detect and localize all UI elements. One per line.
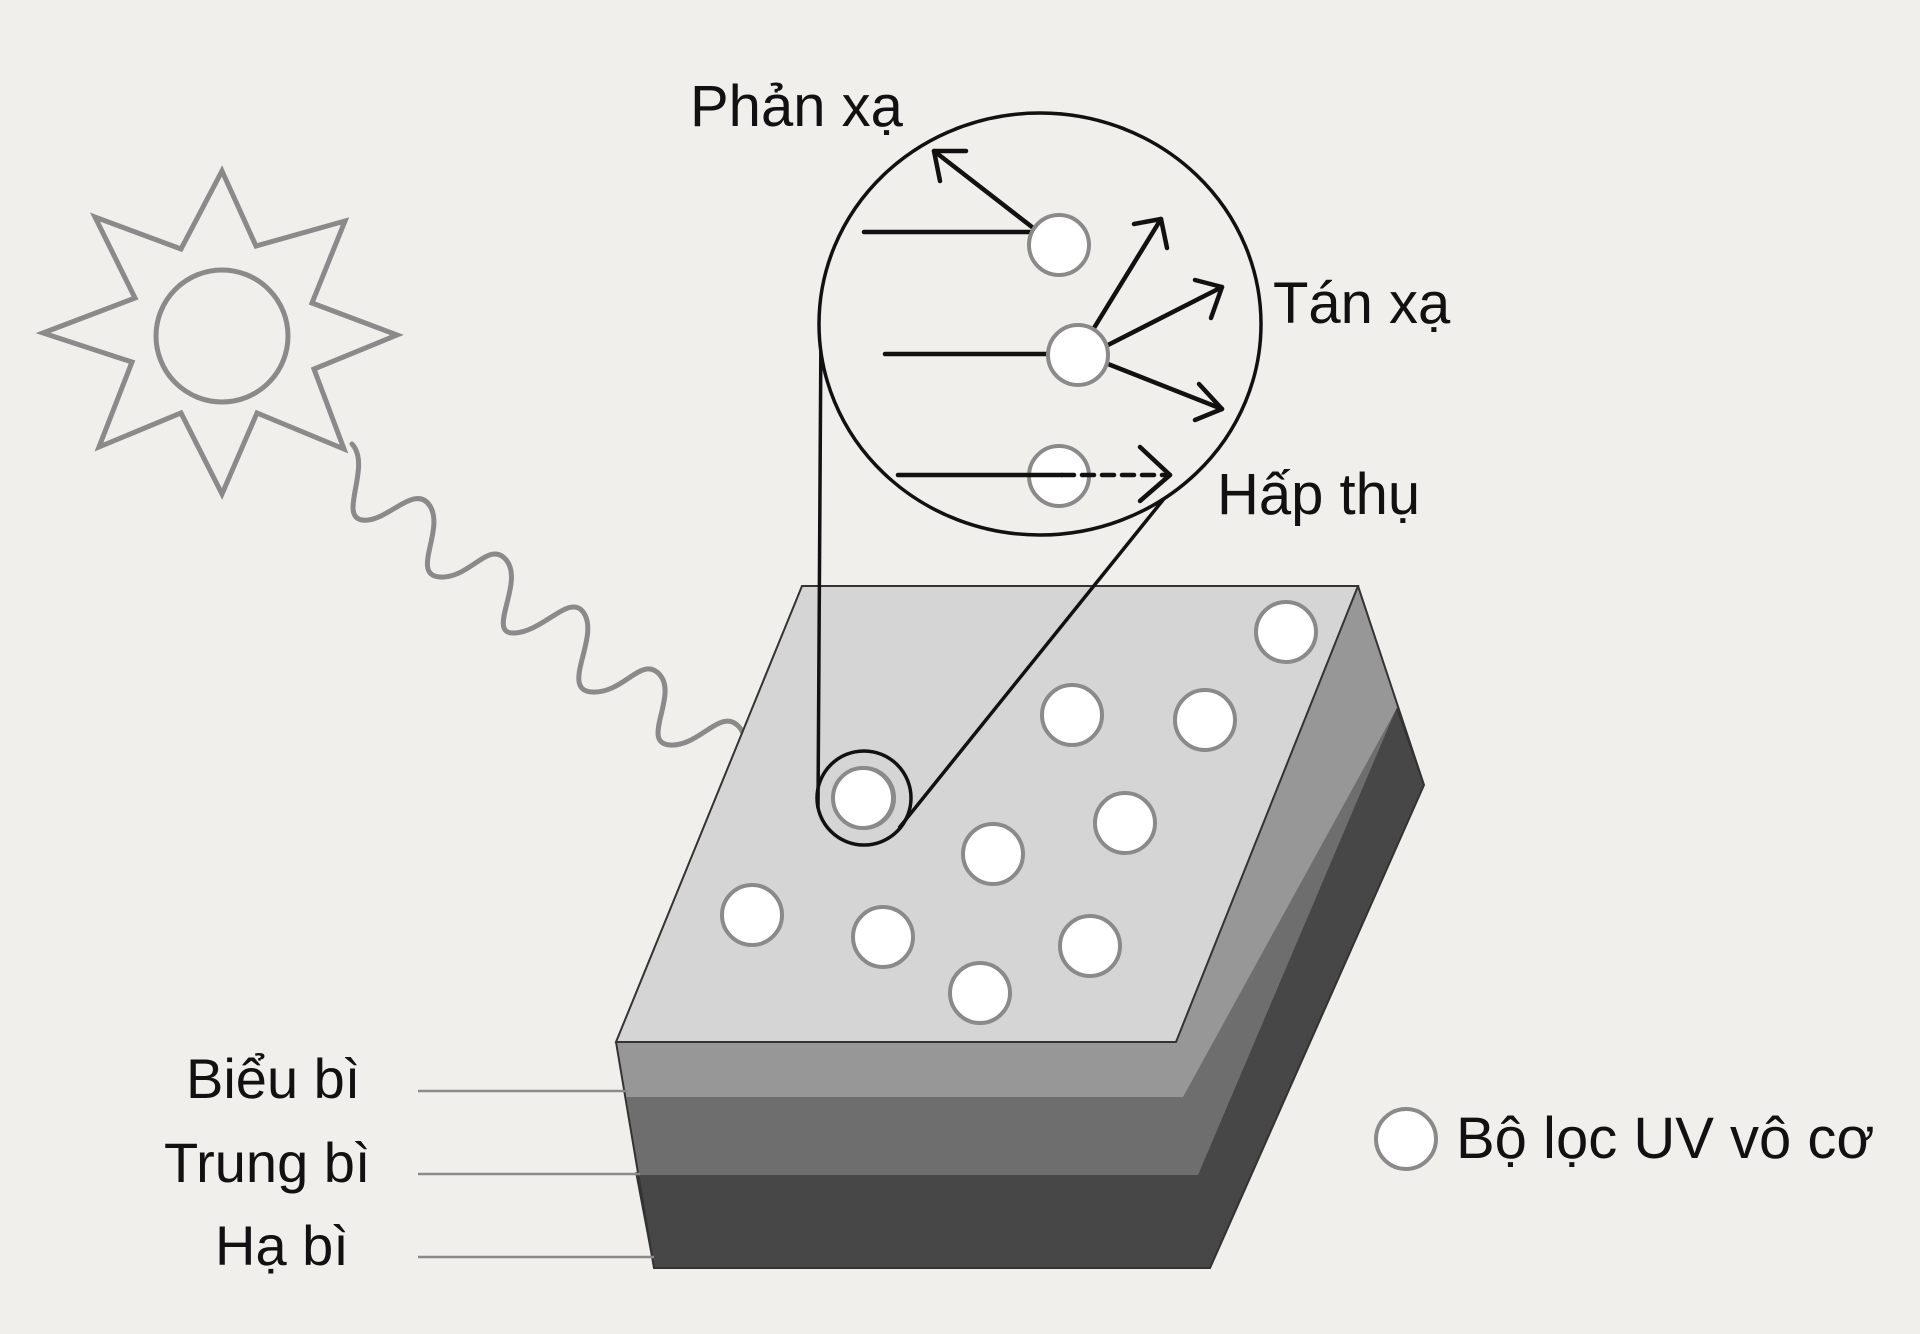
sun-disc [153, 267, 291, 405]
uv-filter-particle [1040, 683, 1104, 747]
legend-label: Bộ lọc UV vô cơ [1456, 1106, 1874, 1171]
uv-filter-particle [1254, 600, 1318, 664]
epidermis-layer [616, 586, 1398, 1097]
zoom-connector-left [816, 324, 823, 809]
skin-block [614, 585, 1426, 1269]
sun-rays [35, 165, 404, 500]
magnified-view [817, 111, 1263, 537]
legend-particle-icon [1374, 1107, 1438, 1171]
reflection-path [861, 148, 1035, 235]
sun-icon [35, 165, 404, 500]
scattering-path [882, 216, 1225, 423]
reflection-particle [1027, 213, 1091, 277]
layer-leaders [418, 1089, 654, 1259]
legend: Bộ lọc UV vô cơ [1374, 1106, 1874, 1171]
absorption-label: Hấp thụ [1217, 462, 1420, 527]
magnified-circle [817, 111, 1263, 537]
uv-filter-particle [961, 822, 1025, 886]
epidermis-label: Biểu bì [186, 1047, 360, 1110]
scattering-label: Tán xạ [1273, 271, 1451, 336]
uv-filter-particle [720, 883, 784, 947]
scattering-particle [1046, 323, 1110, 387]
skin-top-surface [614, 585, 1360, 1043]
reflection-label: Phản xạ [690, 74, 904, 139]
focused-particle [831, 766, 895, 830]
uv-filter-particle [1058, 914, 1122, 978]
zoom-focus [815, 324, 1169, 847]
absorption-path [895, 444, 1173, 504]
uv-filter-particle [1093, 791, 1157, 855]
uv-filter-particle [1173, 688, 1237, 752]
hypodermis-label: Hạ bì [215, 1214, 349, 1277]
skin-block-outline [615, 585, 1426, 1269]
uv-wave [349, 441, 818, 804]
uv-filter-particle [948, 961, 1012, 1025]
zoom-connector-right [897, 493, 1169, 830]
dermis-label: Trung bì [164, 1131, 370, 1194]
uv-filter-particle [851, 905, 915, 969]
